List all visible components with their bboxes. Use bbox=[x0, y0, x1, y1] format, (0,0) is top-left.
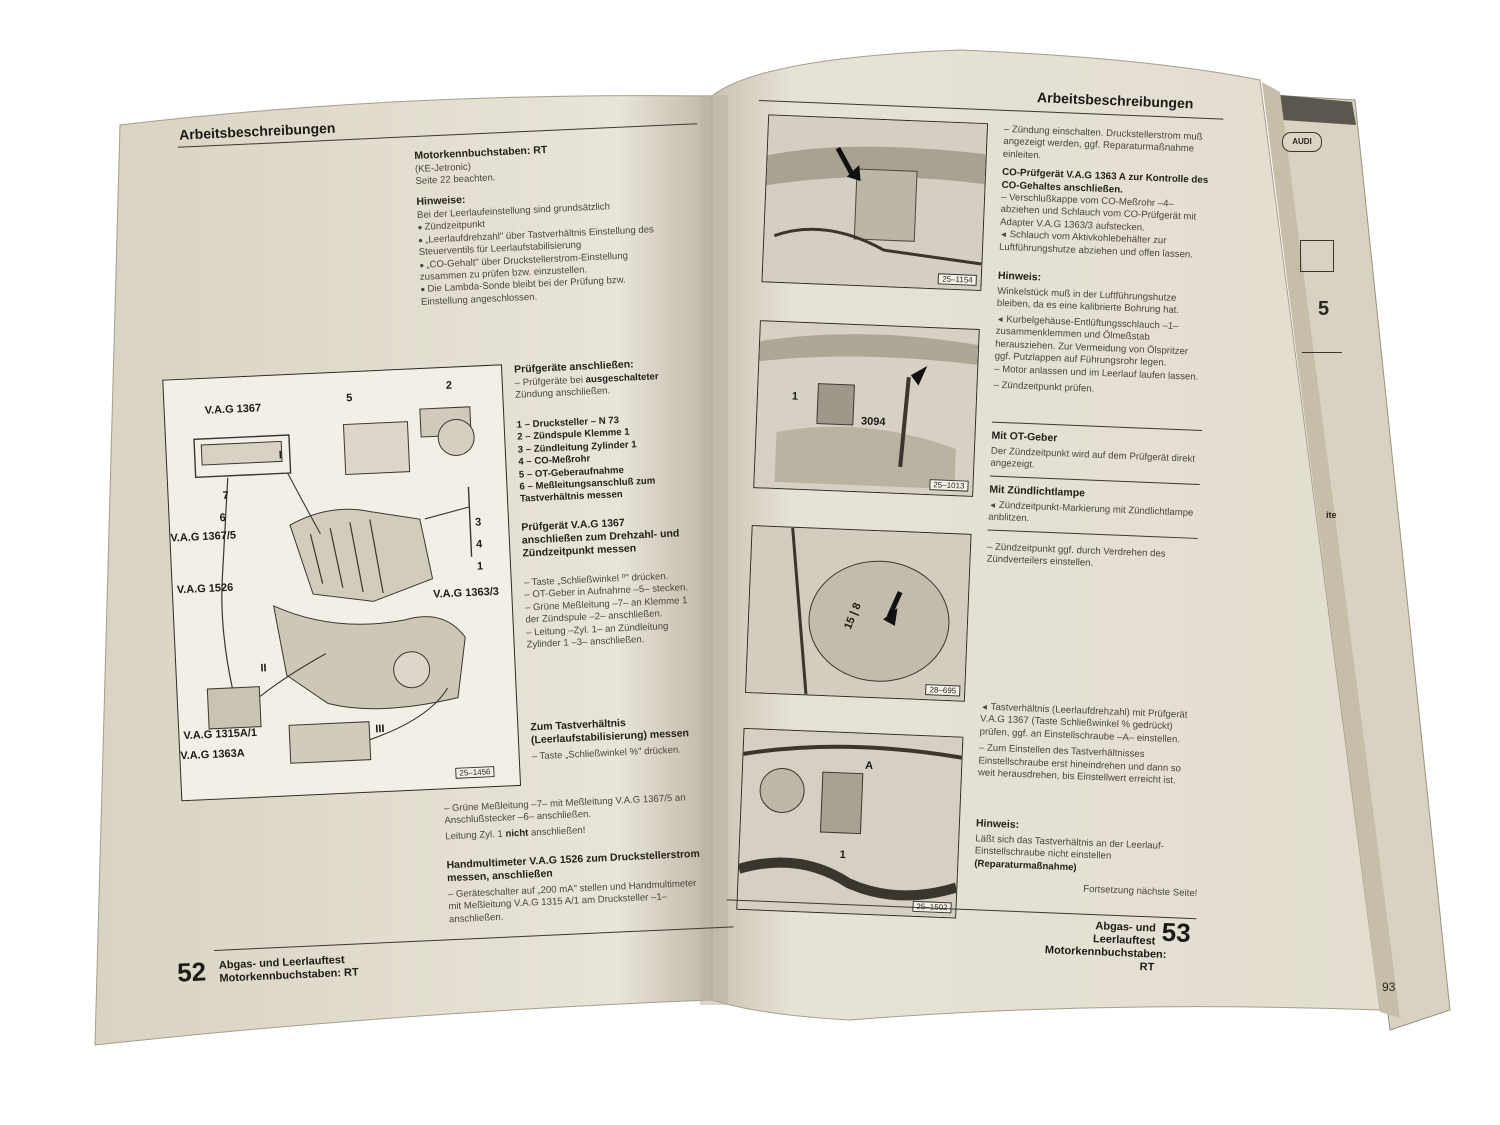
photo-1-drawing bbox=[762, 115, 988, 291]
right-hint2-text: Läßt sich das Tastverhältnis an der Leer… bbox=[974, 833, 1164, 874]
duty-steps-right: Tastverhältnis (Leerlaufdrehzahl) mit Pr… bbox=[978, 701, 1196, 788]
left-page-heading: Arbeitsbeschreibungen bbox=[178, 119, 336, 143]
right-page-number: 53 bbox=[1161, 916, 1192, 948]
vag1367-title: Prüfgerät V.A.G 1367 anschließen zum Dre… bbox=[521, 516, 680, 560]
left-figure-ref: 25–1456 bbox=[455, 766, 495, 779]
edge-tab-number: 5 bbox=[1318, 298, 1330, 320]
photo-4-label-1: 1 bbox=[839, 848, 846, 862]
legend-list: 1 – Drucksteller – N 73 2 – Zündspule Kl… bbox=[516, 412, 695, 507]
photo-4-label-a: A bbox=[864, 759, 874, 773]
photo-2-label-tool: 3094 bbox=[860, 415, 886, 429]
crank-step: Kurbelgehäuse-Entlüftungsschlauch –1– zu… bbox=[994, 314, 1206, 372]
left-hint-block: Bei der Leerlaufeinstellung sind grundsä… bbox=[417, 199, 671, 309]
right-footer: Abgas- und Leerlauftest Motorkennbuchsta… bbox=[1044, 918, 1167, 974]
photo-figure-1: 25–1154 bbox=[761, 114, 989, 292]
co-steps: Verschlußkappe vom CO-Meßrohr –4– abzieh… bbox=[999, 192, 1211, 262]
left-page-number: 52 bbox=[176, 956, 207, 988]
ot-rule bbox=[992, 421, 1202, 432]
ot-title: Mit OT-Geber bbox=[991, 429, 1058, 445]
adjust-step: Zündzeitpunkt ggf. durch Verdrehen des Z… bbox=[986, 542, 1197, 575]
label-7: 7 bbox=[222, 489, 229, 503]
duty-step: Taste „Schließwinkel %" drücken. bbox=[531, 744, 696, 764]
engine-bay-drawing bbox=[193, 406, 475, 764]
label-4: 4 bbox=[475, 538, 483, 551]
photo-3-drawing bbox=[746, 526, 971, 701]
right-page-heading: Arbeitsbeschreibungen bbox=[1036, 89, 1194, 112]
edge-tab-text: ite bbox=[1326, 510, 1337, 520]
photo-figure-3: 15 | 8 28–695 bbox=[744, 525, 972, 702]
label-vag-1367: V.A.G 1367 bbox=[204, 402, 262, 417]
back-booklet-band bbox=[1280, 95, 1356, 125]
duty-step-right-2: Zum Einstellen des Tastverhältnisses Ein… bbox=[978, 743, 1194, 789]
duty-title: Zum Tastverhältnis (Leerlaufstabilisieru… bbox=[530, 717, 690, 747]
duty-step-right-1: Tastverhältnis (Leerlaufdrehzahl) mit Pr… bbox=[979, 701, 1195, 747]
label-3: 3 bbox=[474, 516, 482, 529]
left-footer-rule bbox=[214, 926, 734, 951]
label-roman-3: III bbox=[375, 723, 385, 736]
photo-4-drawing bbox=[737, 728, 963, 918]
photo-2-label-1: 1 bbox=[791, 390, 799, 403]
photo-figure-2: 1 3094 25–1013 bbox=[753, 320, 980, 497]
label-vag-1526: V.A.G 1526 bbox=[176, 581, 234, 597]
photo-2-drawing bbox=[754, 321, 979, 496]
right-hint-title: Hinweis: bbox=[997, 269, 1042, 284]
vag1367-steps: Taste „Schließwinkel ⁰" drücken. OT-Gebe… bbox=[524, 570, 697, 652]
edge-corner-number: 93 bbox=[1382, 980, 1396, 994]
multimeter-step: Geräteschalter auf „200 mA" stellen und … bbox=[448, 878, 709, 927]
page-edge-stack bbox=[1262, 82, 1400, 1018]
lamp-step: Zündzeitpunkt-Markierung mit Zündlichtla… bbox=[988, 500, 1199, 533]
photo-2-ref: 25–1013 bbox=[929, 479, 969, 492]
left-hint-title: Hinweise: bbox=[416, 193, 466, 209]
right-hint-text: Winkelstück muß in der Luftführungshutze… bbox=[996, 285, 1180, 317]
test-setup-diagram: V.A.G 1367 5 2 I 7 6 V.A.G 1367/5 3 4 1 … bbox=[162, 364, 522, 802]
photo-1-ref: 25–1154 bbox=[937, 273, 977, 286]
label-roman-2: II bbox=[260, 662, 267, 675]
label-6: 6 bbox=[219, 511, 226, 525]
audi-logo: AUDI bbox=[1282, 132, 1322, 152]
photo-3-ref: 28–695 bbox=[925, 684, 961, 697]
photo-figure-4: A 1 25–1502 bbox=[736, 727, 964, 919]
lamp-title: Mit Zündlichtlampe bbox=[989, 483, 1086, 500]
right-hint2-title: Hinweis: bbox=[975, 817, 1020, 832]
ignition-step: Zündung einschalten. Druckstellerstrom m… bbox=[1003, 124, 1214, 170]
edge-box bbox=[1300, 240, 1334, 272]
label-1: 1 bbox=[476, 560, 484, 573]
label-roman-1: I bbox=[278, 449, 283, 462]
right-footer-line-2: Motorkennbuchstaben: RT bbox=[1044, 944, 1167, 974]
edge-rule bbox=[1302, 352, 1342, 353]
green-lead-step: Grüne Meßleitung –7– mit Meßleitung V.A.… bbox=[444, 792, 706, 844]
label-5-top: 5 bbox=[346, 392, 353, 405]
spine-shadow bbox=[700, 95, 728, 1005]
ot-text: Der Zündzeitpunkt wird auf dem Prüfgerät… bbox=[990, 445, 1196, 471]
label-2: 2 bbox=[445, 379, 453, 392]
left-page: Arbeitsbeschreibungen Motorkennbuchstabe… bbox=[150, 84, 760, 1009]
right-page: Arbeitsbeschreibungen 25–1154 bbox=[723, 70, 1320, 1022]
continue-text: Fortsetzung nächste Seite! bbox=[1083, 883, 1198, 900]
left-footer: Abgas- und Leerlauftest Motorkennbuchsta… bbox=[219, 953, 359, 985]
crank-steps: Kurbelgehäuse-Entlüftungsschlauch –1– zu… bbox=[993, 314, 1206, 401]
